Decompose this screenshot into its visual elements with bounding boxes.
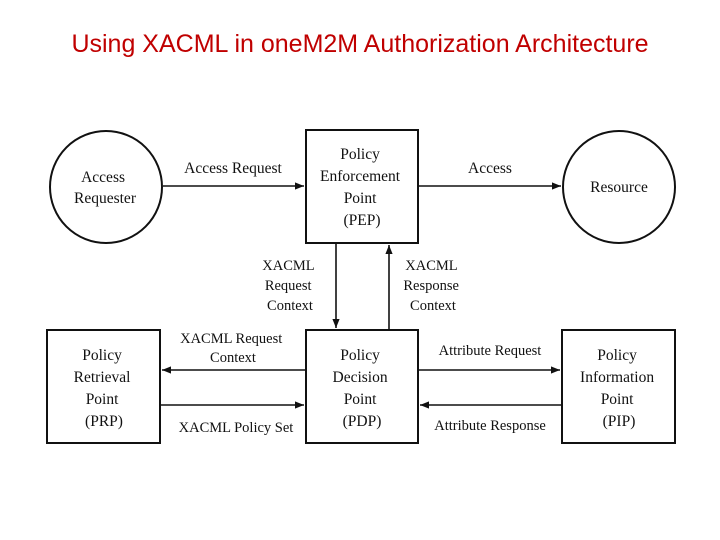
resource-label: Resource [590, 179, 648, 196]
xacml-response-context-label: XACML Response Context [403, 258, 462, 314]
xacml-policy-set-label: XACML Policy Set [179, 420, 294, 436]
resource-node [562, 130, 676, 244]
slide-title: Using XACML in oneM2M Authorization Arch… [71, 30, 649, 58]
attribute-response-label: Attribute Response [434, 418, 546, 434]
prp-label: Policy Retrieval Point (PRP) [74, 347, 135, 430]
pep-node [305, 129, 419, 244]
access-label: Access [468, 160, 512, 177]
xacml-request-context-label: XACML Request Context [262, 258, 317, 314]
access-request-label: Access Request [184, 160, 282, 177]
xacml-request-context-prp-label: XACML Request Context [180, 331, 286, 366]
access-requester-node [49, 130, 163, 244]
attribute-request-label: Attribute Request [439, 343, 542, 359]
pdp-node [305, 329, 419, 444]
pdp-label: Policy Decision Point (PDP) [333, 347, 392, 430]
prp-node [46, 329, 161, 444]
pip-label: Policy Information Point (PIP) [580, 347, 658, 430]
pip-node [561, 329, 676, 444]
pep-label: Policy Enforcement Point (PEP) [320, 146, 404, 229]
access-requester-label: Access Requester [74, 169, 137, 207]
